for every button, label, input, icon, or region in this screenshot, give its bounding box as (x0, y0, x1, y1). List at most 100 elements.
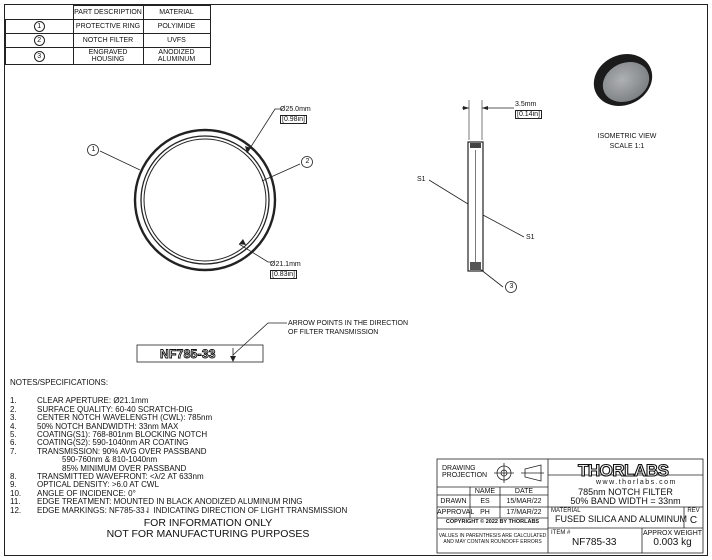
notes-specifications: NOTES/SPECIFICATIONS: 1. CLEAR APERTURE: … (10, 378, 348, 515)
col-date-header: DATE (514, 488, 534, 495)
list-item: 3. CENTER NOTCH WAVELENGTH (CWL): 785nm (10, 413, 347, 423)
list-item: 85% MINIMUM OVER PASSBAND (62, 463, 187, 473)
outer-housing-edge (133, 128, 277, 272)
note-text: COATING(S2): 590-1040nm AR COATING (37, 438, 189, 448)
list-item: 10. ANGLE OF INCIDENCE: 0° (10, 488, 347, 498)
note-text: TRANSMITTED WAVEFRONT: <λ/2 AT 633nm (37, 472, 204, 482)
item-number-balloon: 2 (33, 35, 45, 46)
disclaimer-line1: FOR INFORMATION ONLY (143, 517, 273, 529)
balloon-2 (301, 156, 313, 168)
surface-s1-label: S1 (526, 234, 535, 241)
outer-diameter-in: [0.98in] (280, 115, 307, 124)
protective-ring (140, 135, 270, 265)
inner-diameter-mm: Ø21.1mm (270, 261, 301, 268)
drawn-date: 15/MAR/22 (506, 498, 542, 505)
note-text: CLEAR APERTURE: Ø21.1mm (37, 396, 149, 406)
balloon-2-label: 2 (305, 158, 310, 165)
material-label: MATERIAL (551, 508, 581, 514)
note-number: 10. (10, 488, 22, 498)
note-text: COATING(S1): 768-801nm BLOCKING NOTCH (37, 430, 208, 440)
note-text: EDGE TREATMENT: MOUNTED IN BLACK ANODIZE… (37, 497, 303, 507)
thickness-in: [0.14in] (515, 110, 542, 119)
isometric-filter (593, 54, 653, 106)
note-number: 12. (10, 505, 22, 515)
balloon-3 (505, 281, 517, 293)
side-view (428, 100, 525, 288)
front-view (133, 128, 277, 272)
drawing-border (4, 4, 708, 556)
engraving-note-line1: ARROW POINTS IN THE DIRECTION (288, 320, 409, 327)
weight-label: APPROX WEIGHT (642, 530, 703, 537)
parts-table: PART DESCRIPTION MATERIAL 1 PROTECTIVE R… (5, 5, 211, 65)
isometric-scale-label: SCALE 1:1 (609, 143, 645, 150)
note-text: EDGE MARKINGS: NF785-33⇃ INDICATING DIRE… (37, 505, 348, 515)
isometric-view-label: ISOMETRIC VIEW (597, 133, 657, 140)
note-text: CENTER NOTCH WAVELENGTH (CWL): 785nm (37, 413, 213, 423)
website: www.thorlabs.com (596, 479, 677, 486)
rev-value: C (689, 515, 698, 526)
approval-label: APPROVAL (437, 509, 475, 516)
item-number-balloon: 3 (33, 50, 45, 62)
note-number: 2. (10, 404, 17, 414)
notes-title: NOTES/SPECIFICATIONS: (10, 378, 109, 387)
notes-list: 1. CLEAR APERTURE: Ø21.1mm 2. SURFACE QUALI… (10, 396, 348, 515)
surface-s1-label: S1 (417, 176, 426, 183)
list-item: 1. CLEAR APERTURE: Ø21.1mm (10, 396, 347, 406)
balloon-1 (87, 144, 99, 156)
item-number-balloon: 1 (33, 21, 45, 32)
note-text: SURFACE QUALITY: 60-40 SCRATCH-DIG (37, 404, 193, 414)
balloon-1-label: 1 (91, 146, 96, 153)
item-number: NF785-33 (572, 537, 617, 548)
note-text: TRANSMISSION: 90% AVG OVER PASSBAND (37, 446, 207, 456)
inner-diameter-in: [0.83in] (270, 270, 297, 279)
aperture-edge (143, 138, 267, 262)
side-profile (467, 141, 484, 272)
col-name-header: NAME (474, 488, 496, 495)
approval-date: 17/MAR/22 (506, 509, 542, 516)
item-label: ITEM # (551, 530, 571, 536)
thickness-mm: 3.5mm (515, 101, 537, 108)
list-item: 2. SURFACE QUALITY: 60-40 SCRATCH-DIG (10, 404, 347, 414)
material-value: FUSED SILICA AND ALUMINUM (555, 514, 688, 524)
copyright: COPYRIGHT © 2022 BY THORLABS (445, 519, 540, 525)
engraving-note-line2: OF FILTER TRANSMISSION (288, 329, 379, 336)
engraving-text: NF785-33 (160, 347, 216, 361)
note-number: 6. (10, 438, 17, 448)
outer-diameter-mm: Ø25.0mm (280, 106, 311, 113)
approval-name: PH (480, 509, 490, 516)
list-item: 590-760nm & 810-1040nm (62, 455, 158, 465)
note-number: 11. (10, 497, 21, 507)
list-item: 8.TRANSMITTED WAVEFRONT: <λ/2 AT 633nm (10, 472, 347, 482)
drawing-title-line2: 50% BAND WIDTH = 33nm (570, 496, 681, 506)
projection-symbol-icon (494, 463, 544, 483)
note-number: 9. (10, 480, 17, 490)
disclaimer-line2: NOT FOR MANUFACTURING PURPOSES (106, 528, 310, 540)
list-item: 7. TRANSMISSION: 90% AVG OVER PASSBAND (10, 446, 347, 456)
drawn-label: DRAWN (440, 498, 467, 505)
list-item: 12. EDGE MARKINGS: NF785-33⇃ INDICATING D… (10, 505, 348, 515)
list-item: 5. COATING(S1): 768-801nm BLOCKING NOTCH (10, 430, 347, 440)
drawn-name: ES (480, 498, 490, 505)
thorlabs-logo: THORLABS (577, 461, 669, 480)
weight-value: 0.003 kg (653, 537, 692, 548)
note-number: 1. (10, 396, 17, 406)
balloon-3-label: 3 (509, 283, 514, 290)
list-item: 9. OPTICAL DENSITY: >6.0 AT CWL (10, 480, 347, 490)
note-number: 7. (10, 446, 17, 456)
note-number: 3. (10, 413, 17, 423)
list-item: 11. EDGE TREATMENT: MOUNTED IN BLACK ANOD… (10, 497, 347, 507)
note-number: 4. (10, 421, 17, 431)
list-item: 6. COATING(S2): 590-1040nm AR COATING (10, 438, 347, 448)
note-text: 50% NOTCH BANDWIDTH: 33nm MAX (37, 421, 179, 431)
note-text: OPTICAL DENSITY: >6.0 AT CWL (37, 480, 159, 490)
note-text: ANGLE OF INCIDENCE: 0° (37, 488, 136, 498)
list-item: 4. 50% NOTCH BANDWIDTH: 33nm MAX (10, 421, 347, 431)
note-number: 5. (10, 430, 17, 440)
rev-label: REV (687, 508, 700, 514)
